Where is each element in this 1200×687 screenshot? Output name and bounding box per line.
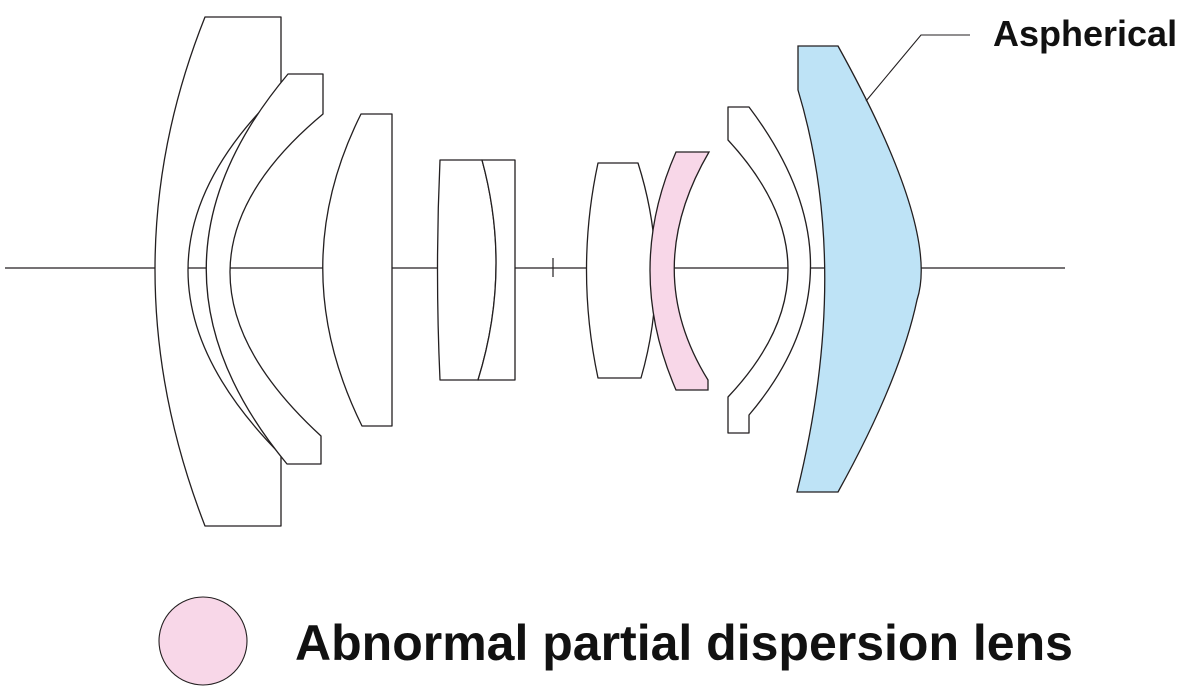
lens-element-1 (154, 16, 282, 527)
lens-element-8 (727, 106, 812, 434)
lens-element-2 (205, 73, 324, 465)
lens-element-5 (477, 159, 516, 381)
aspherical-callout-label: Aspherical (993, 13, 1177, 54)
aspherical-lens (796, 45, 922, 493)
aspherical-callout-leader (865, 34, 970, 102)
lens-element-6 (585, 162, 657, 379)
lens-element-3 (322, 113, 393, 427)
legend-label: Abnormal partial dispersion lens (295, 615, 1073, 671)
abnormal-partial-dispersion-lens (649, 151, 711, 391)
legend-swatch-apd (158, 596, 248, 686)
